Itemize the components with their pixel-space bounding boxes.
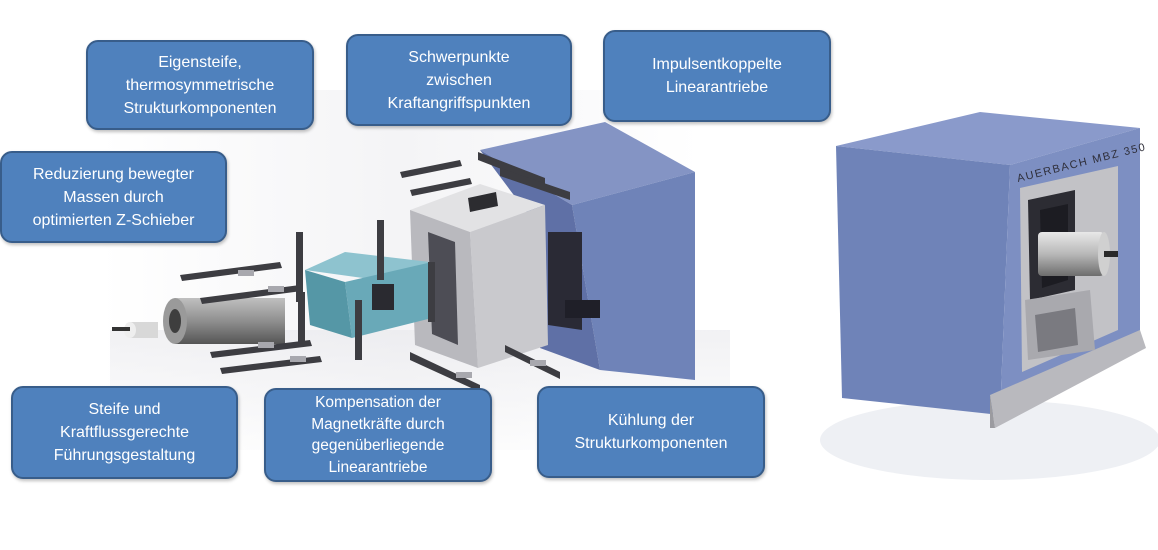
z-slide-exploded — [305, 252, 432, 338]
callout-schwerpunkte: Schwerpunkte zwischen Kraftangriffspunkt… — [346, 34, 572, 126]
callout-kompensation: Kompensation der Magnetkräfte durch gege… — [264, 388, 492, 482]
callout-impuls: Impulsentkoppelte Linearantriebe — [603, 30, 831, 122]
machine-assembled: AUERBACH MBZ 350 — [820, 112, 1158, 480]
callout-impuls-text: Impulsentkoppelte Linearantriebe — [652, 56, 782, 96]
callout-kuehlung: Kühlung der Strukturkomponenten — [537, 386, 765, 478]
callout-reduzierung-text: Reduzierung bewegter Massen durch optimi… — [32, 165, 195, 229]
carriages-exploded — [238, 270, 546, 378]
callout-eigensteife-text: Eigensteife, thermosymmetrische Struktur… — [123, 53, 277, 117]
column-block-exploded — [410, 184, 548, 368]
callout-steife: Steife und Kraftflussgerechte Führungsge… — [11, 386, 238, 479]
callout-schwerpunkte-text: Schwerpunkte zwischen Kraftangriffspunkt… — [387, 48, 531, 112]
callout-kompensation-text: Kompensation der Magnetkräfte durch gege… — [311, 394, 445, 476]
callout-steife-text: Steife und Kraftflussgerechte Führungsge… — [53, 401, 196, 464]
callout-reduzierung: Reduzierung bewegter Massen durch optimi… — [0, 151, 227, 243]
callout-kuehlung-text: Kühlung der Strukturkomponenten — [574, 412, 728, 452]
spindle-exploded — [112, 298, 285, 344]
callout-eigensteife: Eigensteife, thermosymmetrische Struktur… — [86, 40, 314, 130]
